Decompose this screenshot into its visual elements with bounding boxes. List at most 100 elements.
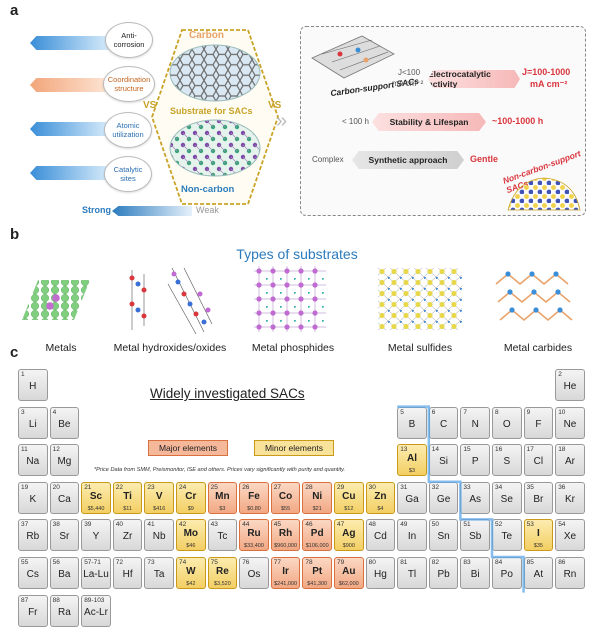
element-symbol: Sr xyxy=(59,531,70,543)
element-number: 2 xyxy=(558,371,562,378)
strength-arrow-3 xyxy=(30,122,110,136)
element-symbol: Hg xyxy=(373,569,387,580)
carbon-support-sacs-image xyxy=(311,35,395,79)
element-symbol: Br xyxy=(533,493,544,505)
element-number: 46 xyxy=(305,521,313,529)
element-number: 12 xyxy=(52,446,60,454)
element-symbol: B xyxy=(408,418,416,430)
element-symbol: Bi xyxy=(470,569,480,580)
element-price: $41,300 xyxy=(307,581,328,587)
element-symbol: F xyxy=(535,418,542,430)
vs-left: VS xyxy=(143,100,157,111)
element-number: 10 xyxy=(558,408,566,416)
chevron-right-icon: » xyxy=(276,110,287,132)
element-symbol: Nb xyxy=(152,531,166,543)
non-carbon-label: Non-carbon xyxy=(181,184,235,195)
element-number: 6 xyxy=(431,408,436,416)
element-price: $9 xyxy=(187,505,194,512)
element-symbol: P xyxy=(471,456,479,468)
element-number: 47 xyxy=(337,521,345,529)
element-symbol: Ba xyxy=(58,569,71,580)
element-price: $46 xyxy=(186,543,196,550)
element-symbol: Hf xyxy=(122,569,133,580)
element-number: 34 xyxy=(495,483,503,491)
element-price: $5,440 xyxy=(87,505,105,512)
element-symbol: Ti xyxy=(123,490,132,502)
element-number: 87 xyxy=(21,596,29,604)
element-price: $3,520 xyxy=(213,581,231,587)
row3-right: Gentle xyxy=(470,154,499,164)
element-symbol: Xe xyxy=(563,531,577,543)
element-symbol: Ge xyxy=(436,493,451,505)
element-symbol: Sn xyxy=(437,531,450,543)
element-symbol: Os xyxy=(247,569,261,580)
element-number: 37 xyxy=(21,521,29,529)
element-symbol: Po xyxy=(500,569,513,580)
element-symbol: H xyxy=(29,381,37,392)
stability-lifespan-bar: Stability & Lifespan xyxy=(372,113,486,131)
metals-structure-image xyxy=(22,280,90,320)
strength-arrow-4 xyxy=(30,166,110,180)
element-number: 5 xyxy=(400,408,404,416)
graphene-lattice-image xyxy=(169,44,261,102)
element-symbol: Cr xyxy=(185,490,197,502)
substrate-label-phosphides: Metal phosphides xyxy=(251,342,335,354)
element-number: 30 xyxy=(368,483,376,491)
element-number: 81 xyxy=(400,559,408,566)
element-number: 1 xyxy=(21,371,25,378)
element-number: 83 xyxy=(463,559,471,566)
element-number: 49 xyxy=(400,521,408,529)
strong-weak-arrow xyxy=(112,206,192,216)
price-data-note: *Price Data from SMM, Preismonitor, ISE … xyxy=(94,467,346,473)
element-symbol: Ar xyxy=(564,456,575,468)
element-number: 80 xyxy=(368,559,376,566)
element-number: 23 xyxy=(147,483,155,491)
element-number: 15 xyxy=(463,446,471,454)
element-price: $960,000 xyxy=(274,543,298,550)
substrate-label-sulfides: Metal sulfides xyxy=(387,342,453,354)
element-price: $35 xyxy=(533,543,543,550)
substrate-label-metals: Metals xyxy=(45,342,77,354)
element-symbol: K xyxy=(29,493,37,505)
element-symbol: Kr xyxy=(564,493,575,505)
panel-label-c: c xyxy=(10,344,19,361)
element-symbol: Cd xyxy=(373,531,387,543)
element-price: $241,000 xyxy=(274,581,298,587)
element-symbol: Pb xyxy=(437,569,450,580)
element-symbol: Rn xyxy=(563,569,577,580)
element-number: 75 xyxy=(210,559,218,566)
element-symbol: At xyxy=(533,569,544,580)
element-price: $42 xyxy=(186,581,196,587)
element-number: 85 xyxy=(526,559,534,566)
element-symbol: Ga xyxy=(405,493,419,505)
element-number: 51 xyxy=(463,521,471,529)
element-number: 77 xyxy=(273,559,282,566)
element-symbol: Te xyxy=(501,531,513,543)
element-symbol: Ca xyxy=(57,493,71,505)
element-number: 21 xyxy=(84,483,92,491)
element-symbol: Tc xyxy=(217,531,228,543)
element-number: 26 xyxy=(242,483,250,491)
element-number: 18 xyxy=(558,446,566,454)
element-symbol: N xyxy=(471,418,479,430)
panel-label-a: a xyxy=(10,2,19,19)
